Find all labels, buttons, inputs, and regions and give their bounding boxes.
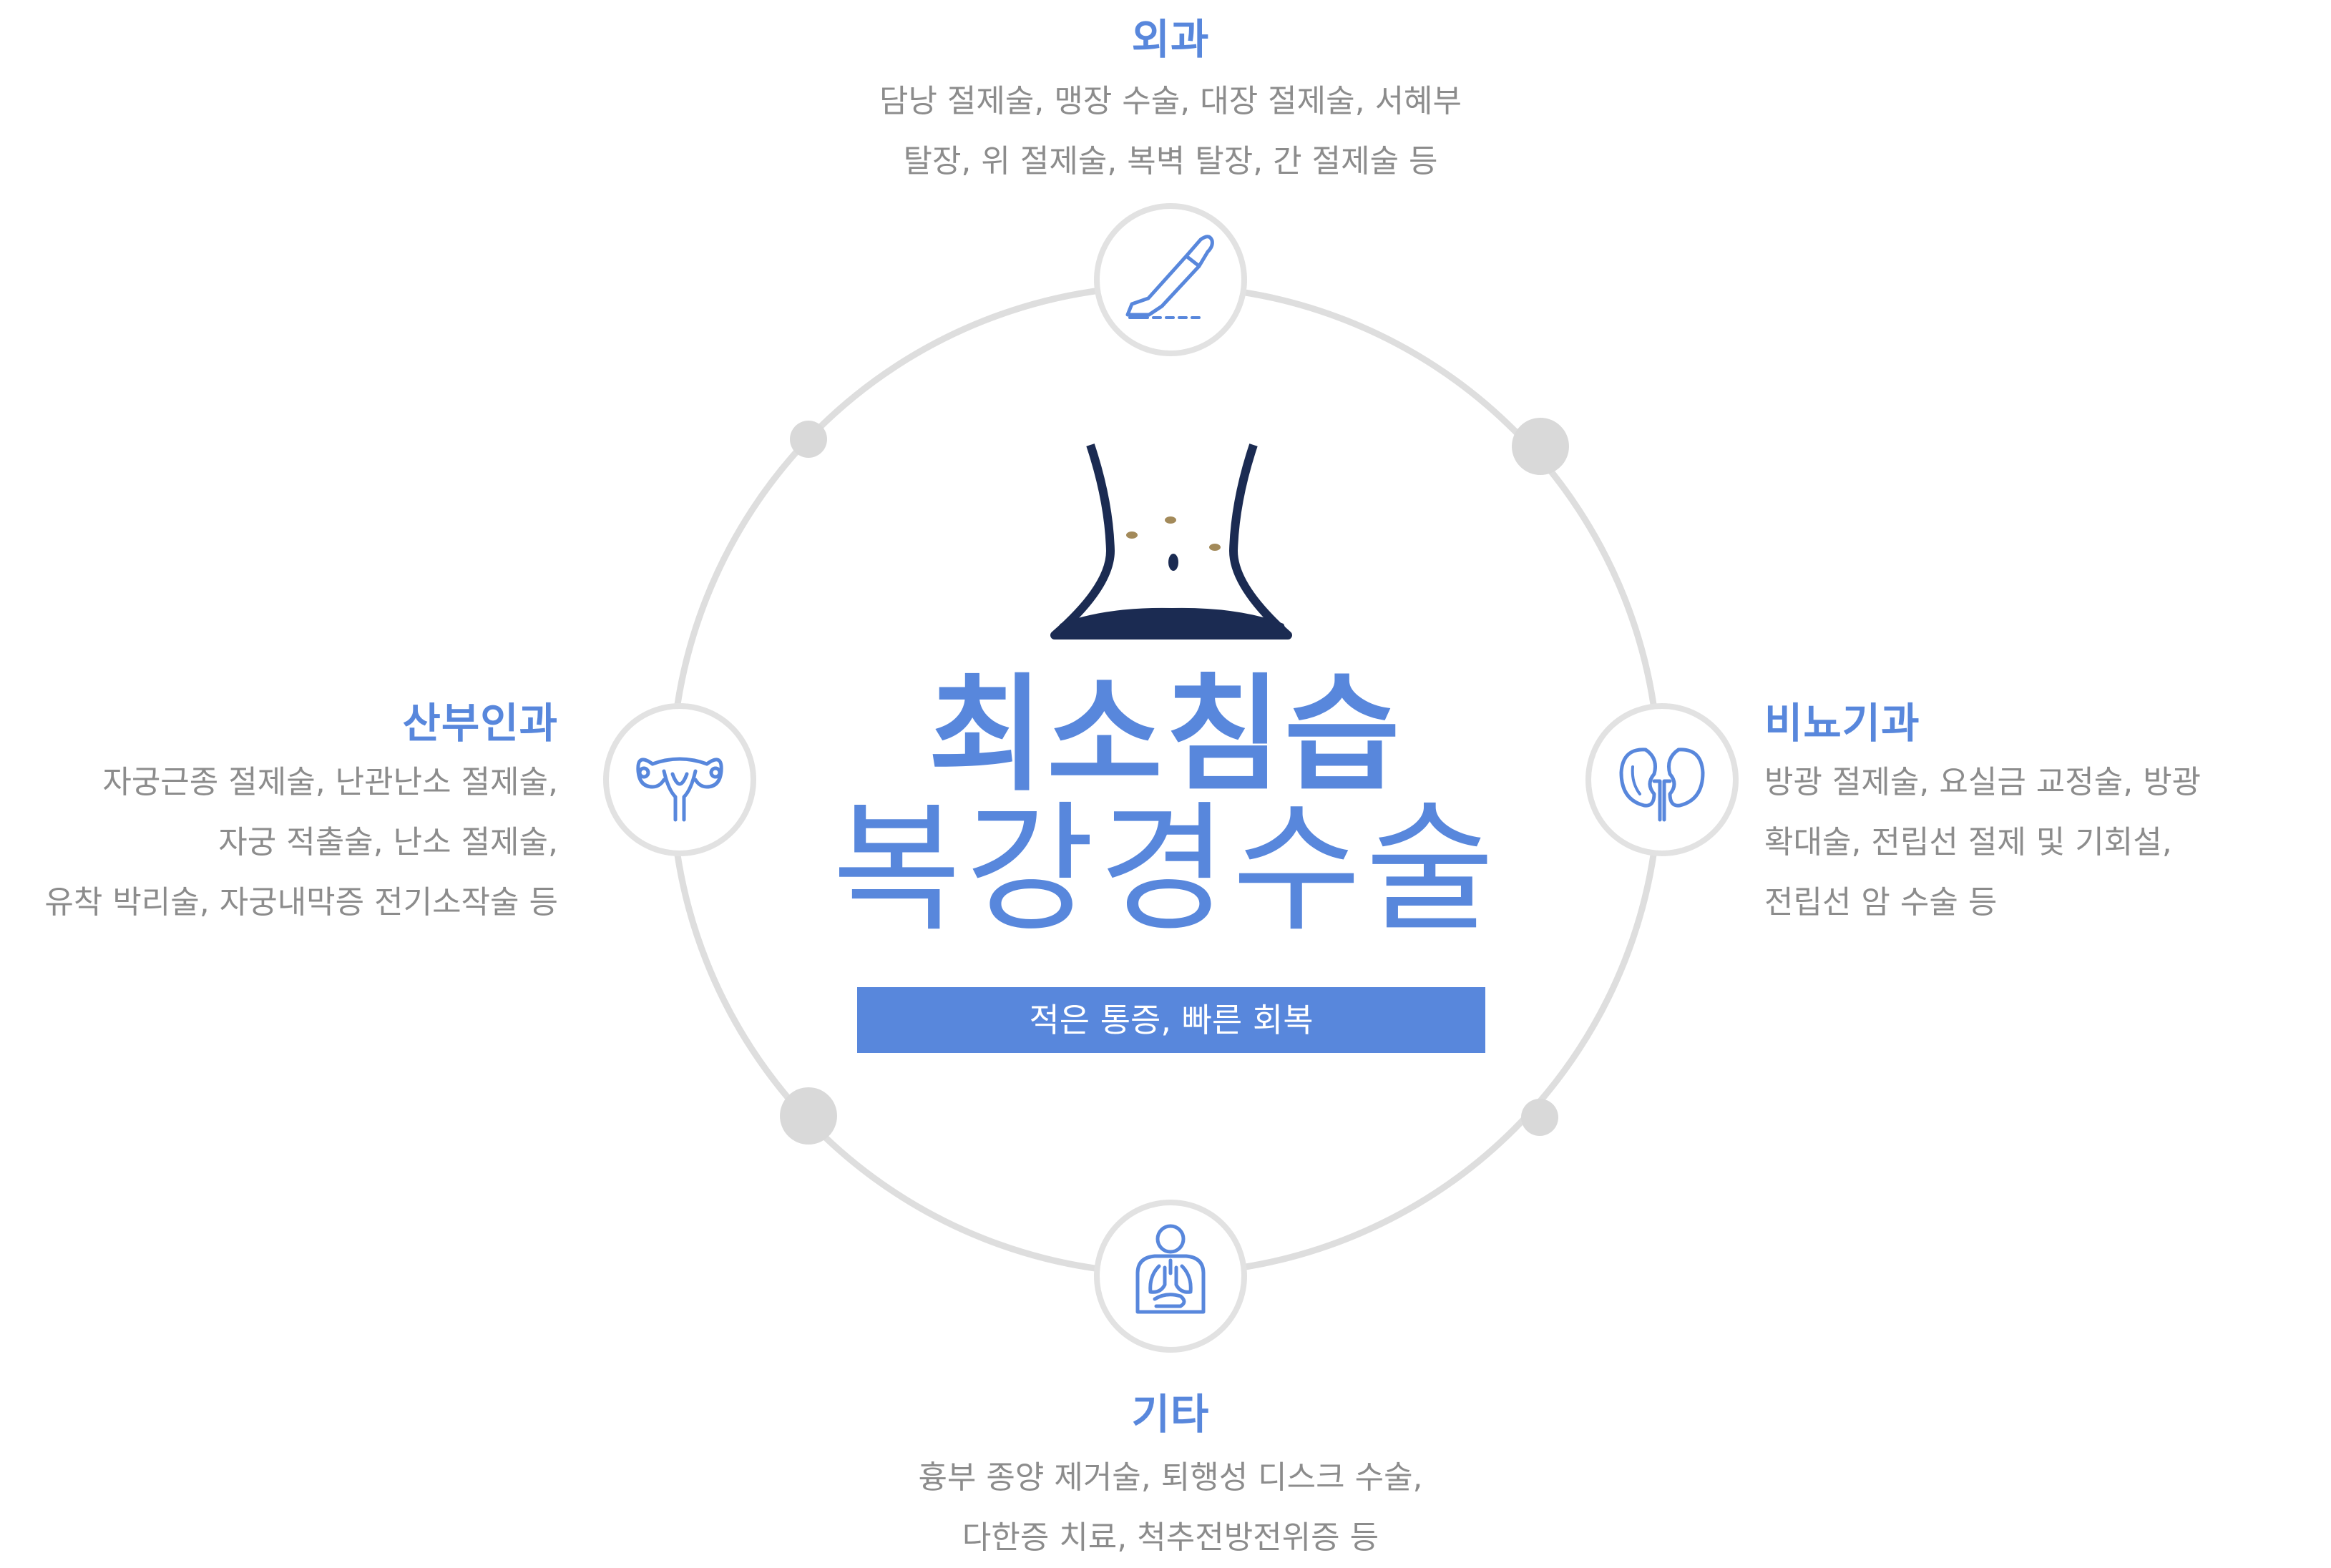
surgery-desc-line: 담낭 절제술, 맹장 수술, 대장 절제술, 서혜부: [879, 83, 1462, 119]
gynecology-description: 자궁근종 절제술, 난관난소 절제술, 자궁 적출술, 난소 절제술, 유착 박…: [44, 753, 558, 933]
others-desc-line: 다한증 치료, 척추전방전위증 등: [962, 1519, 1379, 1556]
others-node-icon: [1094, 1200, 1247, 1353]
scalpel-icon: [1125, 235, 1214, 319]
ring-dot-top-right: [1512, 418, 1569, 475]
kidney-icon: [1619, 748, 1705, 822]
incision-mark: [1209, 544, 1221, 551]
incision-mark: [1165, 516, 1176, 524]
urology-desc-line: 확대술, 전립선 절제 및 기회설,: [1764, 824, 2172, 861]
urology-description: 방광 절제술, 요실금 교정술, 방광 확대술, 전립선 절제 및 기회설, 전…: [1764, 753, 2201, 933]
surgery-description: 담낭 절제술, 맹장 수술, 대장 절제술, 서혜부 탈장, 위 절제술, 복벽…: [879, 72, 1462, 192]
gynecology-desc-line: 자궁 적출술, 난소 절제술,: [218, 824, 558, 861]
gynecology-node-icon: [603, 703, 756, 856]
abdomen-illustration: [1050, 444, 1292, 640]
urology-desc-line: 방광 절제술, 요실금 교정술, 방광: [1764, 764, 2202, 800]
gynecology-title: 산부인과: [402, 699, 558, 748]
surgery-node-icon: [1094, 203, 1247, 356]
surgery-title: 외과: [1131, 15, 1210, 64]
gynecology-desc-line: 유착 박리술, 자궁내막증 전기소작술 등: [44, 884, 558, 921]
incision-mark: [1126, 531, 1138, 539]
torso-organs-icon: [1135, 1224, 1206, 1314]
gynecology-desc-line: 자궁근종 절제술, 난관난소 절제술,: [102, 764, 558, 800]
ring-dot-bottom-left: [780, 1087, 837, 1145]
ring-dot-bottom-right: [1521, 1099, 1558, 1136]
navel: [1168, 554, 1178, 571]
ring-dot-top-left: [790, 421, 827, 458]
center-title-line2: 복강경수술: [832, 788, 1499, 951]
center-title-line1: 최소침습: [928, 662, 1403, 808]
urology-title: 비뇨기과: [1764, 699, 1920, 748]
uterus-icon: [636, 757, 723, 822]
others-title: 기타: [1131, 1390, 1210, 1439]
urology-desc-line: 전립선 암 수술 등: [1764, 884, 1998, 921]
surgery-desc-line: 탈장, 위 절제술, 복벽 탈장, 간 절제술 등: [903, 143, 1438, 180]
waist-shape: [1050, 444, 1292, 640]
center-benefit-band: 적은 통증, 빠른 회복: [857, 987, 1485, 1053]
others-description: 흉부 종양 제거술, 퇴행성 디스크 수술, 다한증 치료, 척추전방전위증 등: [918, 1448, 1422, 1568]
others-desc-line: 흉부 종양 제거술, 퇴행성 디스크 수술,: [918, 1459, 1423, 1496]
urology-node-icon: [1585, 703, 1739, 856]
